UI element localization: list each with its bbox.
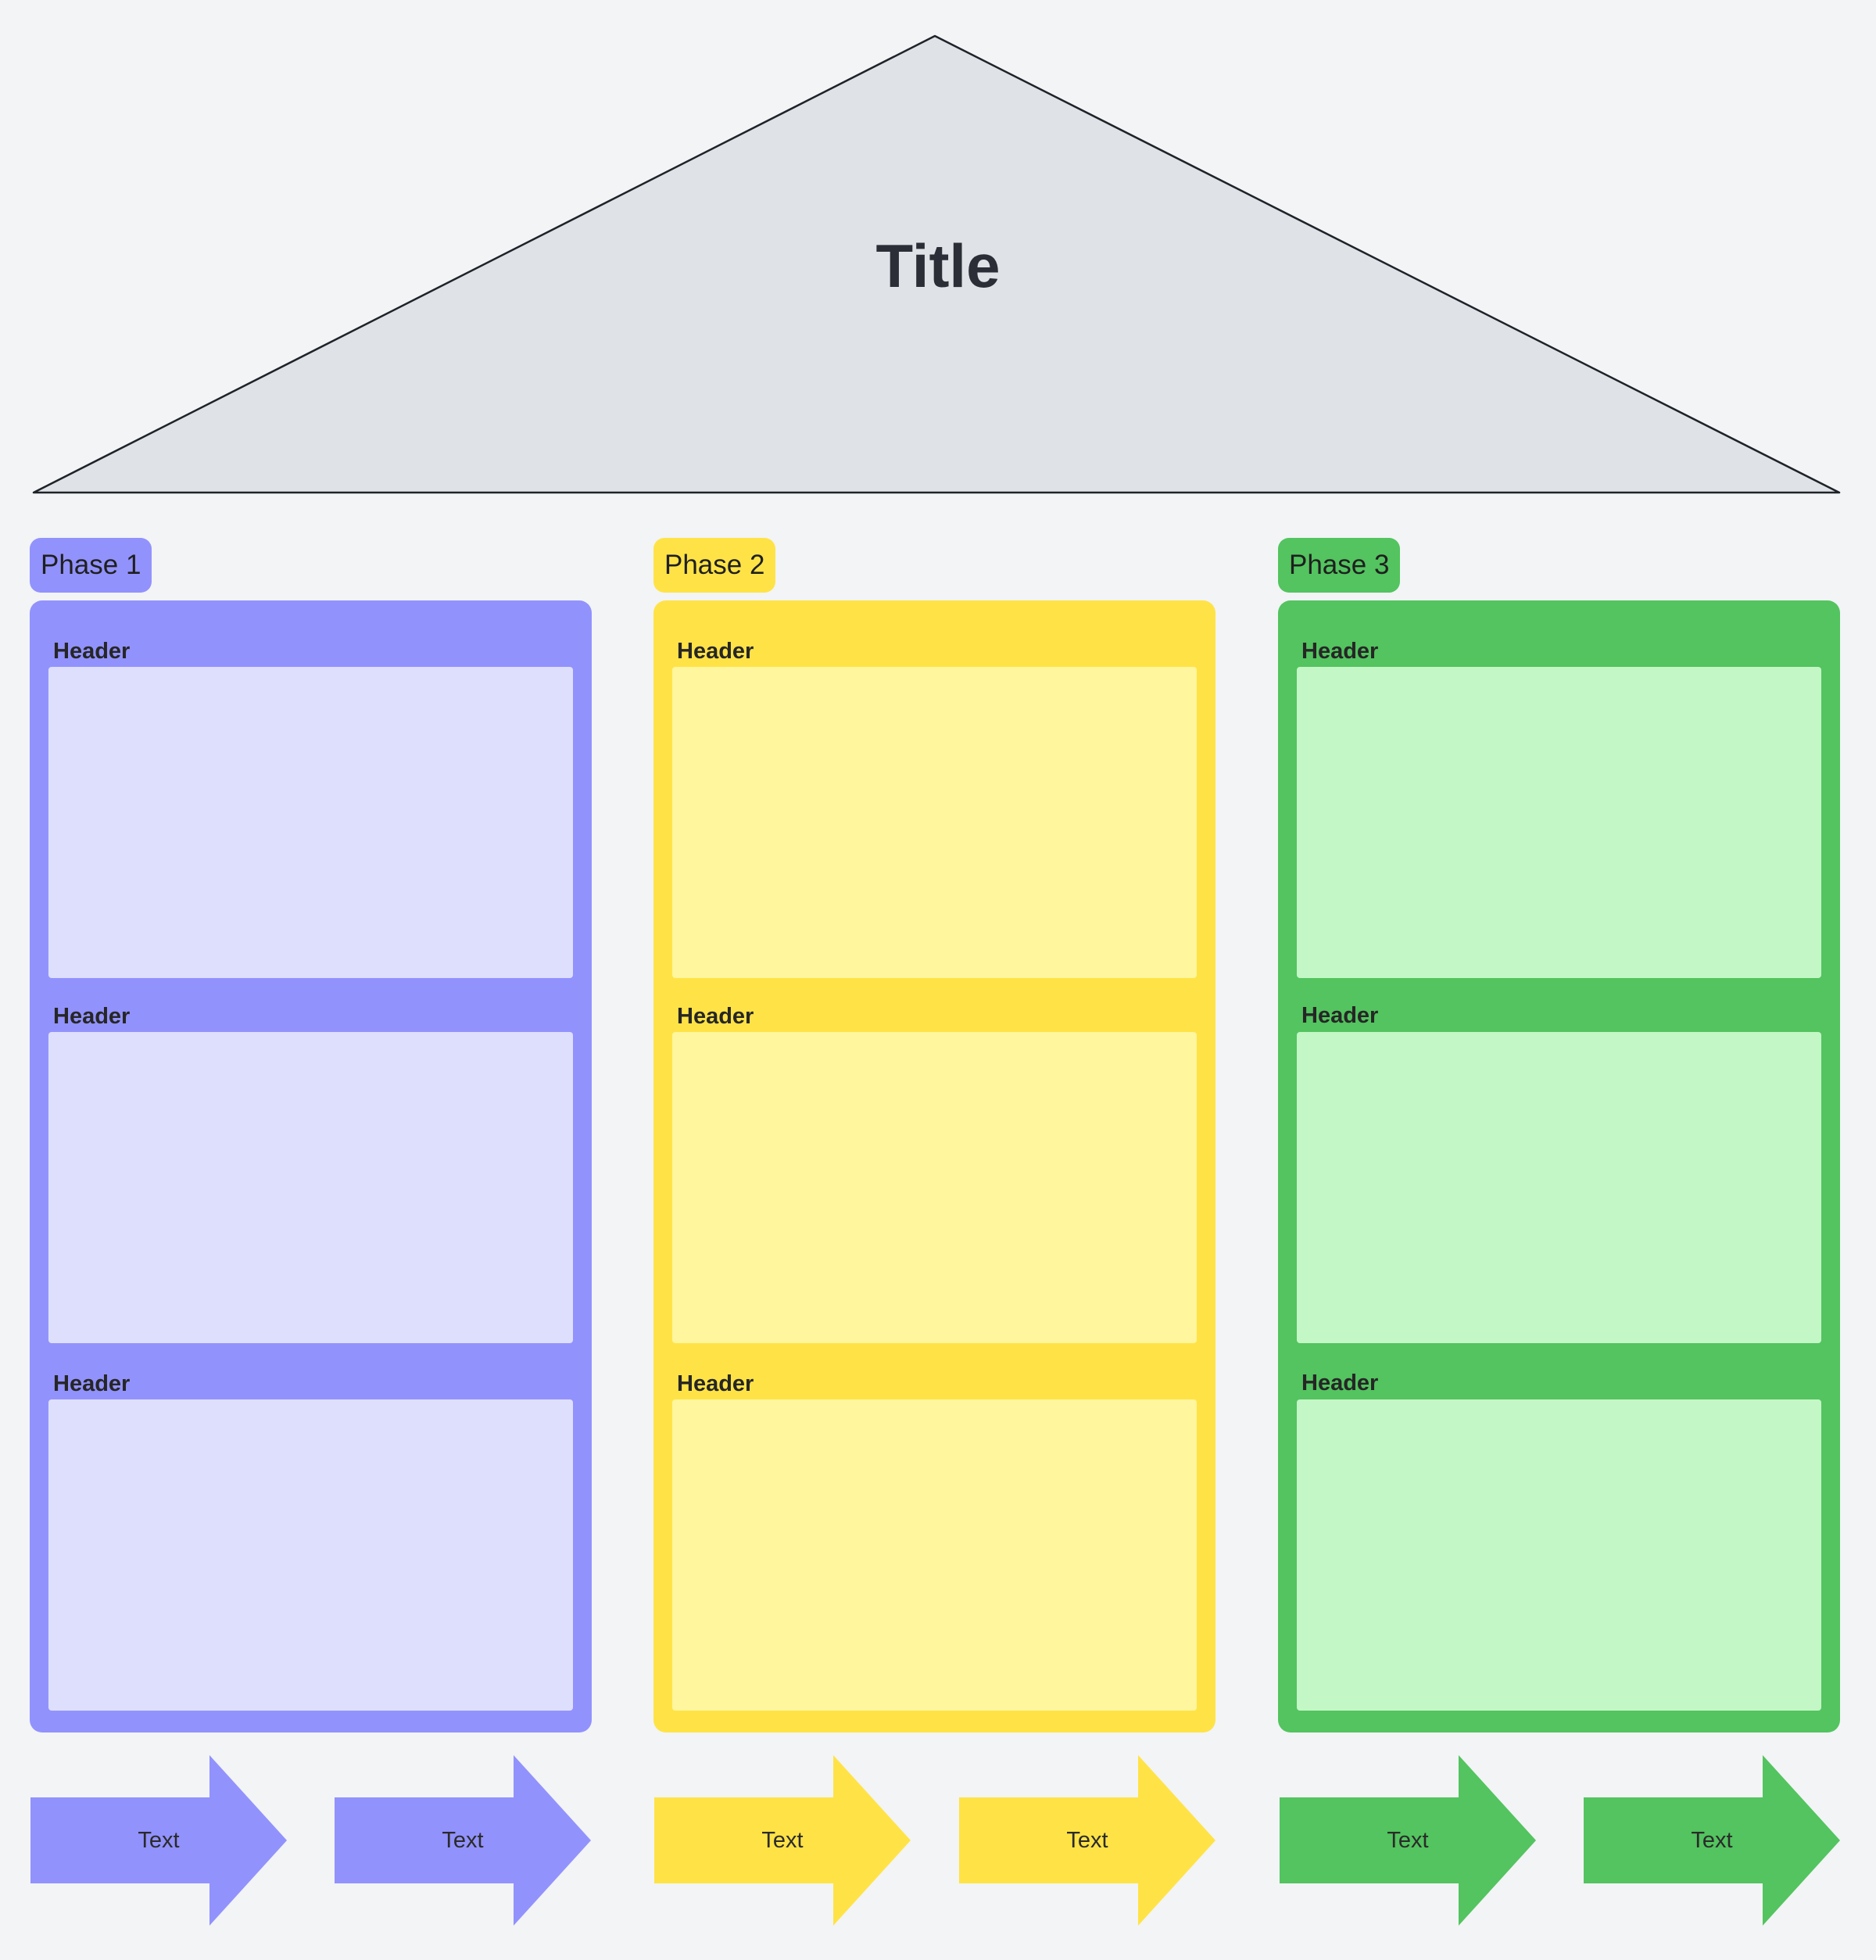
section-header[interactable]: Header [53,1371,131,1396]
phase-3-arrow-2[interactable]: Text [1584,1755,1840,1926]
arrow-label: Text [761,1828,804,1853]
phase-3-tag[interactable]: Phase 3 [1278,538,1401,593]
section-header[interactable]: Header [1301,1371,1379,1396]
section-content-box[interactable] [48,1032,573,1343]
section-header[interactable]: Header [1301,1003,1379,1028]
section-content-box[interactable] [48,667,573,978]
section-content-box[interactable] [1297,667,1821,978]
section-content-box[interactable] [1297,1032,1821,1343]
section-content-box[interactable] [672,667,1197,978]
section-header[interactable]: Header [1301,639,1379,664]
arrow-shape [30,1755,287,1926]
phase-1-arrow-1[interactable]: Text [30,1755,287,1926]
phase-1-tag[interactable]: Phase 1 [30,538,152,593]
phase-2-tag[interactable]: Phase 2 [653,538,776,593]
section-content-box[interactable] [48,1399,573,1711]
arrow-shape [959,1755,1215,1926]
arrow-label: Text [1387,1828,1429,1853]
phase-2-arrow-1[interactable]: Text [654,1755,911,1926]
section-header[interactable]: Header [677,1371,754,1396]
phase-3-arrow-1[interactable]: Text [1280,1755,1536,1926]
phase-3-column: Header Header Header [1278,600,1840,1732]
roof-triangle[interactable] [0,0,1876,516]
arrow-shape [1280,1755,1536,1926]
arrow-label: Text [1691,1828,1733,1853]
phase-1-arrow-2[interactable]: Text [335,1755,591,1926]
phase-1-column: Header Header Header [30,600,592,1732]
arrow-label: Text [1066,1828,1108,1853]
phase-2-arrow-2[interactable]: Text [959,1755,1215,1926]
section-header[interactable]: Header [677,1004,754,1029]
section-header[interactable]: Header [677,639,754,664]
phase-2-column: Header Header Header [653,600,1215,1732]
arrow-shape [335,1755,591,1926]
section-header[interactable]: Header [53,639,131,664]
section-content-box[interactable] [1297,1399,1821,1711]
arrow-label: Text [442,1828,484,1853]
section-content-box[interactable] [672,1399,1197,1711]
section-content-box[interactable] [672,1032,1197,1343]
diagram-title[interactable]: Title [875,231,1001,300]
arrow-shape [654,1755,911,1926]
arrow-label: Text [138,1828,180,1853]
arrow-shape [1584,1755,1840,1926]
section-header[interactable]: Header [53,1004,131,1029]
